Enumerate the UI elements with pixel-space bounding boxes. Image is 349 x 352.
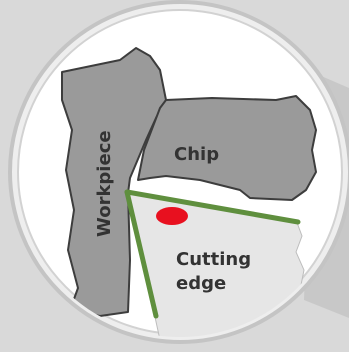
- cutting-edge-label-line2: edge: [176, 273, 226, 294]
- workpiece-label: Workpiece: [94, 130, 115, 237]
- cutting-edge-label-line1: Cutting: [176, 249, 251, 270]
- heat-zone-hotspot: [156, 207, 188, 225]
- flank-face-edge: [124, 189, 159, 319]
- rake-face-edge: [124, 189, 301, 225]
- chip-label: Chip: [174, 144, 219, 165]
- workpiece-shape: [61, 47, 167, 317]
- chip-shape: [137, 95, 317, 201]
